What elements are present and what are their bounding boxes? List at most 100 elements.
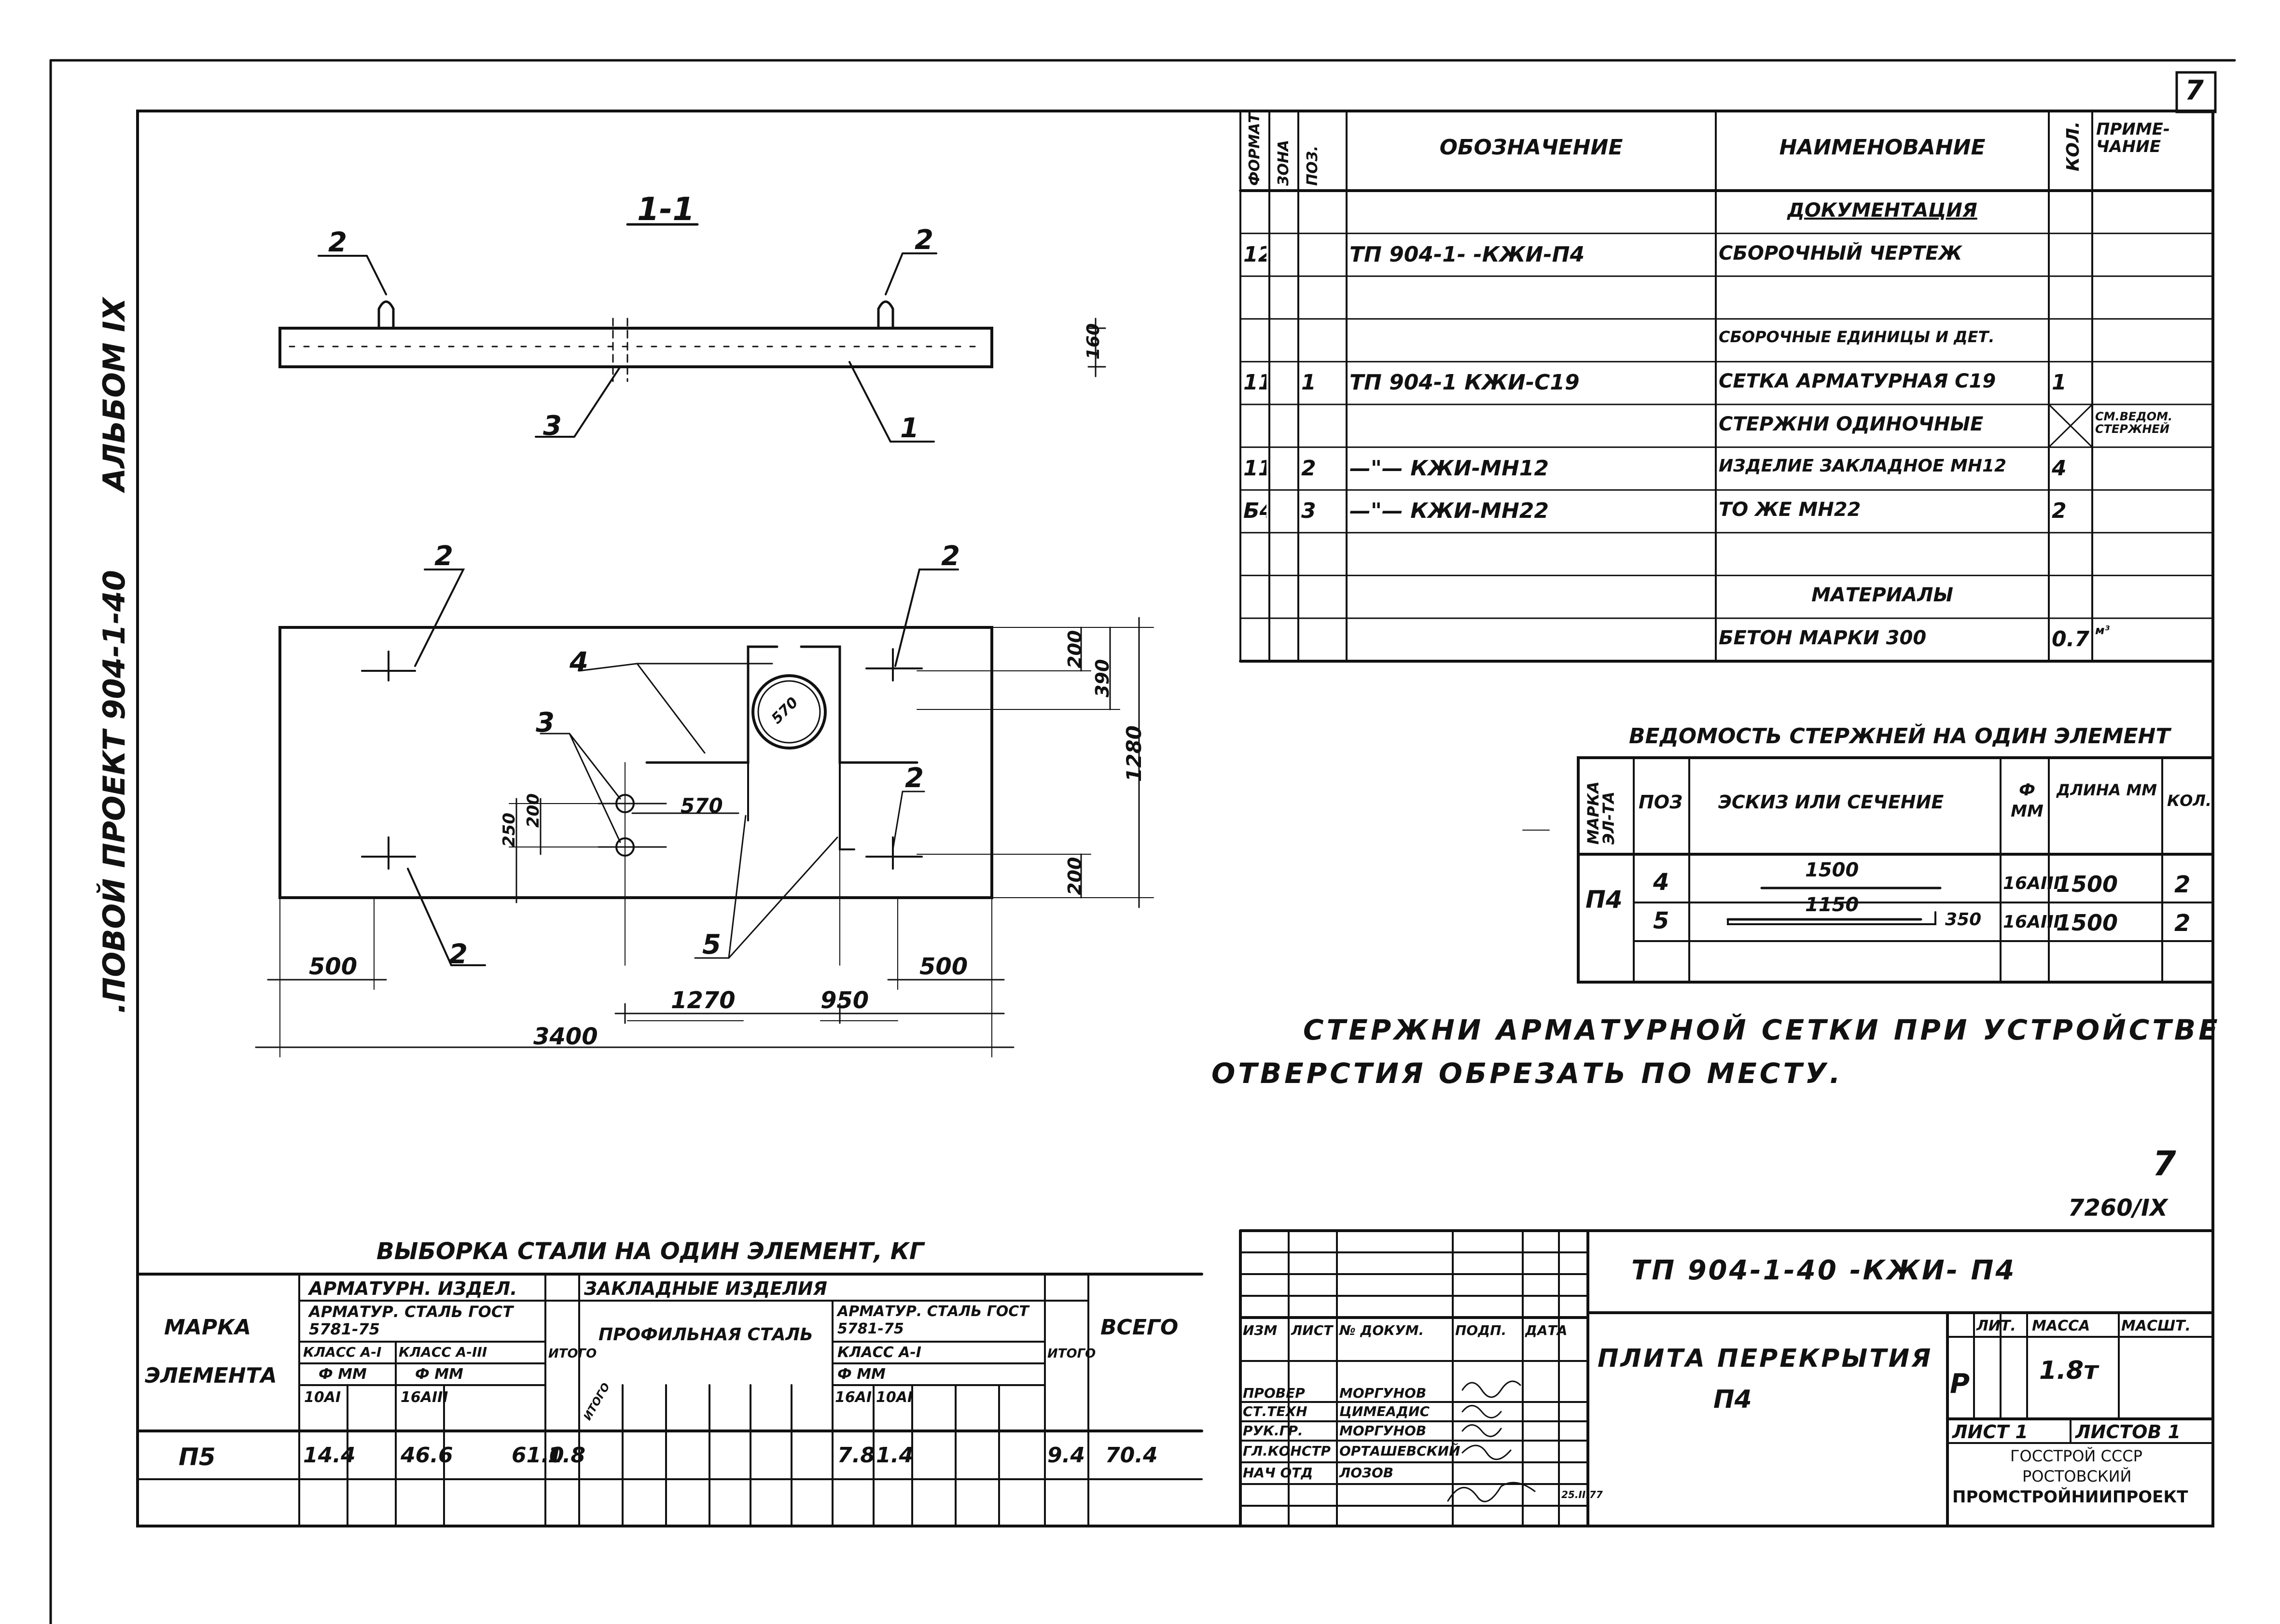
stamp-h-doc: № ДОКУМ. [1339,1322,1424,1338]
steel-h-class3: КЛАСС А-III [399,1344,487,1360]
steel-r-v16: 46.6 [401,1443,453,1468]
stamp-role: ГЛ.КОНСТР [1243,1443,1331,1459]
steel-r-a16: 7.8 [837,1443,875,1468]
steel-h-zakl: ЗАКЛАДНЫЕ ИЗДЕЛИЯ [584,1278,827,1299]
side-project: .ПОВОЙ ПРОЕКТ 904-1-40 [97,570,132,1013]
rods-h-diam: Ф ММ [2011,780,2044,821]
rods-h-qty: КОЛ. [2167,791,2212,810]
rods-r1-qty: 2 [2174,871,2191,898]
rods-r2-diam: 16АIII [2003,912,2060,932]
rods-r2-qty: 2 [2174,910,2191,937]
dim-950: 950 [820,987,869,1014]
stamp-org1: ГОССТРОЙ СССР [2010,1447,2142,1465]
spec-cell: ТП 904-1 КЖИ-С19 [1349,370,1580,395]
spec-cell: 11 [1243,370,1266,395]
spec-cell: 0.7 [2052,627,2089,652]
callout-2: 2 [449,939,468,970]
spec-cell: СТЕРЖНИ ОДИНОЧНЫЕ [1719,413,1984,435]
stamp-role: НАЧ ОТД [1243,1465,1313,1481]
spec-cell: 11 [1243,456,1266,481]
note-line2: ОТВЕРСТИЯ ОБРЕЗАТЬ ПО МЕСТУ. [1211,1057,1843,1090]
spec-header-cell: ФОРМАТ [1246,113,1263,186]
steel-h-class1b: КЛАСС А-I [837,1344,921,1361]
stamp-title2: П4 [1713,1385,1752,1414]
callout-2: 2 [941,541,960,572]
side-title: .ПОВОЙ ПРОЕКТ 904-1-40 АЛЬБОМ IX [97,298,132,1013]
stamp-person: ЦИМЕАДИС [1339,1403,1430,1419]
steel-h-vsego: ВСЕГО [1100,1315,1179,1340]
spec-cell: СЕТКА АРМАТУРНАЯ С19 [1719,370,1996,393]
stamp-person: ОРТАШЕВСКИЙ [1339,1443,1460,1459]
spec-cell: ТП 904-1- -КЖИ-П4 [1349,242,1585,267]
steel-h-prof: ПРОФИЛЬНАЯ СТАЛЬ [598,1325,813,1345]
spec-cell: 2 [1301,456,1316,481]
rods-r1-sketch: 1500 [1805,859,1859,881]
section-label: 1-1 [637,191,695,228]
dim-200: 200 [1064,630,1085,668]
spec-cell: 12 [1243,242,1266,267]
rods-h-sketch: ЭСКИЗ ИЛИ СЕЧЕНИЕ [1718,791,1944,813]
steel-r-prof: 1.8 [548,1443,585,1468]
stamp-h-date: ДАТА [1525,1322,1568,1338]
rods-h-mark: МАРКА ЭЛ-ТА [1584,781,1618,845]
dim-160: 160 [1084,323,1103,360]
steel-r-a10: 1.4 [876,1443,914,1468]
spec-cell: 1 [2052,370,2067,395]
stamp-person: МОРГУНОВ [1339,1385,1427,1401]
steel-h-itogo2: ИТОГО [1047,1346,1096,1361]
stamp-scale-h: МАСШТ. [2121,1318,2191,1334]
rods-h-pos: ПОЗ [1639,791,1683,813]
rods-r1-len: 1500 [2056,871,2118,897]
steel-r-v10: 14.4 [303,1443,356,1468]
steel-h-marka: МАРКА [164,1315,251,1340]
rods-title: ВЕДОМОСТЬ СТЕРЖНЕЙ НА ОДИН ЭЛЕМЕНТ [1629,724,2170,749]
stamp-org2: РОСТОВСКИЙ [2022,1467,2132,1485]
steel-h-10a1b: 10АI [876,1389,913,1406]
steel-r-itogo: 61.0 [512,1443,564,1468]
spec-cell: —"— КЖИ-МН12 [1349,456,1549,481]
steel-h-16a3: 16АIII [401,1389,448,1406]
spec-cell: ТО ЖЕ МН22 [1719,499,1861,521]
stamp-h-list: ЛИСТ [1291,1322,1333,1338]
dim-500-left: 500 [309,953,358,980]
spec-cell: —"— КЖИ-МН22 [1349,499,1549,524]
stamp-role: ПРОВЕР [1243,1385,1305,1401]
callout-2: 2 [328,227,347,258]
rods-h-len: ДЛИНА ММ [2056,781,2157,799]
rods-r2-sketch-b: 350 [1945,910,1982,930]
rods-r1-diam: 16АIII [2003,874,2060,893]
callout-5: 5 [702,929,721,960]
spec-header-cell: ОБОЗНАЧЕНИЕ [1439,135,1623,160]
stamp-code: ТП 904-1-40 -КЖИ- П4 [1631,1255,2016,1286]
callout-2: 2 [905,763,924,794]
callout-3: 3 [536,707,555,738]
rods-r2-sketch: 1150 [1805,894,1859,916]
stamp-org3: ПРОМСТРОЙНИИПРОЕКТ [1952,1487,2188,1507]
steel-h-itogo: ИТОГО [548,1346,597,1361]
dim-1280: 1280 [1122,725,1146,782]
dim-1270: 1270 [671,987,736,1014]
side-album: АЛЬБОМ IX [97,298,132,491]
stamp-h-sign: ПОДП. [1455,1322,1507,1338]
spec-cell: БЕТОН МАРКИ 300 [1719,627,1927,649]
dim-250: 250 [500,813,519,847]
note-line1: СТЕРЖНИ АРМАТУРНОЙ СЕТКИ ПРИ УСТРОЙСТВЕ [1303,1013,2221,1046]
rods-r2-len: 1500 [2056,910,2118,936]
steel-h-16a1: 16АI [835,1389,872,1406]
dim-570: 570 [681,794,723,818]
spec-cell: СБОРОЧНЫЕ ЕДИНИЦЫ И ДЕТ. [1719,327,1995,346]
callout-2: 2 [915,224,933,256]
steel-h-10a1: 10АI [304,1389,341,1406]
steel-h-element: ЭЛЕМЕНТА [145,1363,277,1388]
steel-h-class1: КЛАСС А-I [303,1344,382,1360]
steel-h-fmm2: Ф ММ [837,1366,886,1383]
stamp-title: ПЛИТА ПЕРЕКРЫТИЯ [1598,1344,1933,1373]
spec-header-cell: ПРИМЕ-ЧАНИЕ [2096,120,2170,156]
spec-header-cell: НАИМЕНОВАНИЕ [1779,135,1986,160]
spec-cell: СМ.ВЕДОМ. СТЕРЖНЕЙ [2095,410,2173,435]
spec-header-cell: ЗОНА [1275,139,1292,186]
stamp-lit-h: ЛИТ. [1976,1318,2016,1334]
rods-mark: П4 [1585,886,1623,914]
spec-cell: м³ [2095,624,2110,637]
